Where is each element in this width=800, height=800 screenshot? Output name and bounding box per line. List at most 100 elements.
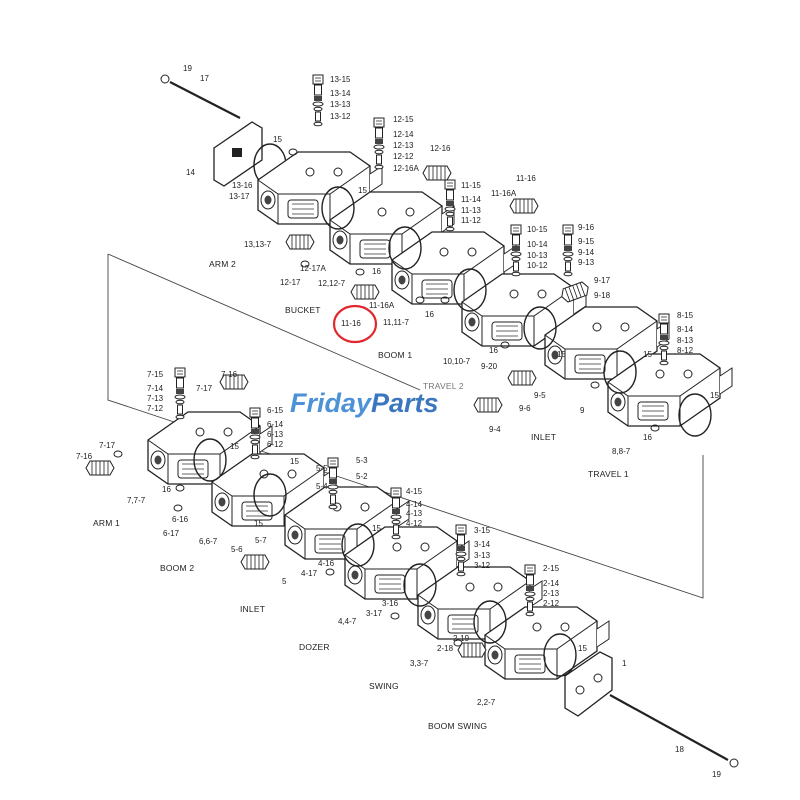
part-label: 12-15 [393,115,414,124]
part-label: 2-15 [543,564,560,573]
part-label: 14 [186,168,195,177]
part-label: 8-14 [677,325,694,334]
part-label: 15 [230,442,239,451]
part-label: 13-16 [232,181,253,190]
part-label: 10,10-7 [443,357,471,366]
part-label: 9-20 [481,362,498,371]
part-label: 13-13 [330,100,351,109]
part-label: 15 [643,350,652,359]
part-label: 4-12 [406,519,423,528]
part-label: 4-13 [406,509,423,518]
part-label: 11,11-7 [383,318,409,327]
part-label: 10-13 [527,251,548,260]
part-label: 3-12 [474,561,491,570]
part-label: 4-17 [301,569,318,578]
part-label: 3-15 [474,526,491,535]
part-label: 11-16A [491,189,517,198]
part-label: 10-12 [527,261,548,270]
section-label: BOOM 1 [378,350,412,360]
section-label: BOOM SWING [428,721,487,731]
part-label: 2-19 [453,634,470,643]
part-label: 8-12 [677,346,694,355]
part-label: 8,8-7 [612,447,631,456]
section-label: TRAVEL 1 [588,469,629,479]
part-label: 7-16 [221,370,238,379]
part-label: 8-13 [677,336,694,345]
part-label: 6-14 [267,420,284,429]
part-label: 6,6-7 [199,537,218,546]
part-label: 16 [489,346,498,355]
part-label: 13-17 [229,192,250,201]
section-label: BOOM 2 [160,563,194,573]
part-label: 7-13 [147,394,164,403]
part-label: 7-12 [147,404,164,413]
part-label: 2-12 [543,599,560,608]
part-label: 15 [372,524,381,533]
highlighted-part-label: 11-16 [341,319,361,328]
part-label: 12-14 [393,130,414,139]
parts-drawing [85,74,739,768]
part-label: 6-13 [267,430,284,439]
part-label: 3,3-7 [410,659,429,668]
part-label: 16 [372,267,381,276]
part-label: 13-12 [330,112,351,121]
section-label: INLET [531,432,556,442]
part-label: 15 [557,350,566,359]
part-label: 2-14 [543,579,560,588]
part-label: 4-16 [318,559,335,568]
part-label: 10-14 [527,240,548,249]
part-label: 11-14 [461,195,481,204]
part-label: 7-17 [99,441,116,450]
section-label: SWING [369,681,399,691]
part-label: 7-16 [76,452,93,461]
part-label: 10-15 [527,225,548,234]
section-label: INLET [240,604,265,614]
part-label: 11-16 [516,174,536,183]
part-label: 7-14 [147,384,164,393]
part-label: 5-6 [231,545,243,554]
part-label: 12-17A [300,264,326,273]
part-label: 2-18 [437,644,454,653]
part-label: 3-14 [474,540,491,549]
part-label: 15 [358,186,367,195]
part-label: 13-14 [330,89,351,98]
part-label: 4-14 [406,500,423,509]
part-label: 9-6 [519,404,531,413]
part-label: 15 [273,135,282,144]
part-label: 3-17 [366,609,383,618]
section-labels: ARM 2 BUCKET BOOM 1 TRAVEL 2 INLET TRAVE… [93,259,629,731]
part-label: 12-12 [393,152,414,161]
part-label: 15 [290,457,299,466]
part-label: 7-17 [196,384,213,393]
part-label: 13-15 [330,75,351,84]
part-label: 18 [675,745,684,754]
part-label: 11-13 [461,206,481,215]
part-label: 5-2 [356,472,368,481]
part-labels: 19 17 14 15 13-16 13-17 13,13-7 13-15 13… [76,64,721,779]
part-label: 5 [282,577,287,586]
watermark: FridayParts [290,388,439,418]
part-label: 15 [254,519,263,528]
part-label: 19 [183,64,192,73]
part-label: 3-16 [382,599,399,608]
part-label: 13,13-7 [244,240,272,249]
part-label: 5-7 [255,536,267,545]
part-label: 16 [425,310,434,319]
part-label: 17 [200,74,209,83]
part-label: 9-4 [489,425,501,434]
part-label: 11-15 [461,181,481,190]
part-label: 9 [580,406,585,415]
part-label: 2-13 [543,589,560,598]
part-label: 16 [643,433,652,442]
section-label: TRAVEL 2 [423,381,464,391]
part-label: 5-3 [356,456,368,465]
part-label: 11-16A [369,301,395,310]
part-label: 9-5 [534,391,546,400]
part-label: 12,12-7 [318,279,346,288]
part-label: 7-15 [147,370,164,379]
part-label: 2,2-7 [477,698,496,707]
part-label: 7,7-7 [127,496,146,505]
part-label: 9-13 [578,258,595,267]
part-label: 4-15 [406,487,423,496]
part-label: 12-16A [393,164,419,173]
